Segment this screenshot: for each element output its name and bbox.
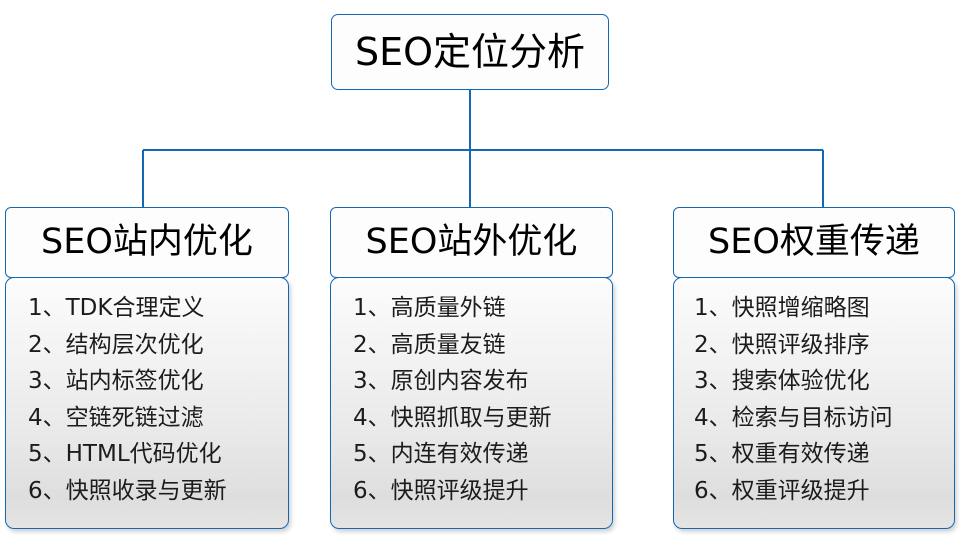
item-list-1: 1、TDK合理定义 2、结构层次优化 3、站内标签优化 4、空链死链过滤 5、H… (28, 290, 288, 509)
branch-header-1[interactable]: SEO站内优化 (5, 207, 289, 278)
branch-header-2[interactable]: SEO站外优化 (330, 207, 613, 278)
list-item: 2、高质量友链 (353, 331, 506, 358)
item-list-2: 1、高质量外链 2、高质量友链 3、原创内容发布 4、快照抓取与更新 5、内连有… (353, 290, 612, 509)
list-item: 6、快照评级提升 (353, 477, 529, 504)
list-item: 4、快照抓取与更新 (353, 404, 552, 431)
list-item: 4、检索与目标访问 (694, 404, 893, 431)
list-item: 5、内连有效传递 (353, 441, 529, 467)
list-item: 3、站内标签优化 (28, 368, 204, 394)
root-node[interactable]: SEO定位分析 (331, 14, 609, 90)
item-list-3: 1、快照增缩略图 2、快照评级排序 3、搜索体验优化 4、检索与目标访问 5、权… (694, 290, 954, 509)
list-item: 5、HTML代码优化 (28, 441, 222, 467)
root-node-label: SEO定位分析 (354, 30, 586, 74)
branch-column-2: SEO站外优化 1、高质量外链 2、高质量友链 3、原创内容发布 4、快照抓取与… (330, 207, 613, 529)
branch-header-label-3: SEO权重传递 (708, 222, 920, 262)
branch-header-3[interactable]: SEO权重传递 (673, 207, 955, 278)
branch-header-label-1: SEO站内优化 (41, 222, 253, 262)
branch-header-label-2: SEO站外优化 (365, 222, 578, 262)
list-item: 5、权重有效传递 (694, 441, 870, 467)
list-item: 2、结构层次优化 (28, 331, 204, 358)
list-item: 6、权重评级提升 (694, 477, 870, 504)
list-item: 1、TDK合理定义 (28, 295, 205, 321)
branch-body-3: 1、快照增缩略图 2、快照评级排序 3、搜索体验优化 4、检索与目标访问 5、权… (673, 277, 955, 529)
list-item: 6、快照收录与更新 (28, 477, 227, 504)
list-item: 3、搜索体验优化 (694, 368, 870, 394)
branch-body-1: 1、TDK合理定义 2、结构层次优化 3、站内标签优化 4、空链死链过滤 5、H… (5, 277, 289, 529)
list-item: 1、高质量外链 (353, 295, 506, 321)
branch-column-3: SEO权重传递 1、快照增缩略图 2、快照评级排序 3、搜索体验优化 4、检索与… (673, 207, 955, 529)
list-item: 1、快照增缩略图 (694, 295, 870, 321)
list-item: 2、快照评级排序 (694, 331, 870, 358)
branch-column-1: SEO站内优化 1、TDK合理定义 2、结构层次优化 3、站内标签优化 4、空链… (5, 207, 289, 529)
list-item: 3、原创内容发布 (353, 368, 529, 394)
list-item: 4、空链死链过滤 (28, 404, 204, 431)
branch-body-2: 1、高质量外链 2、高质量友链 3、原创内容发布 4、快照抓取与更新 5、内连有… (330, 277, 613, 529)
